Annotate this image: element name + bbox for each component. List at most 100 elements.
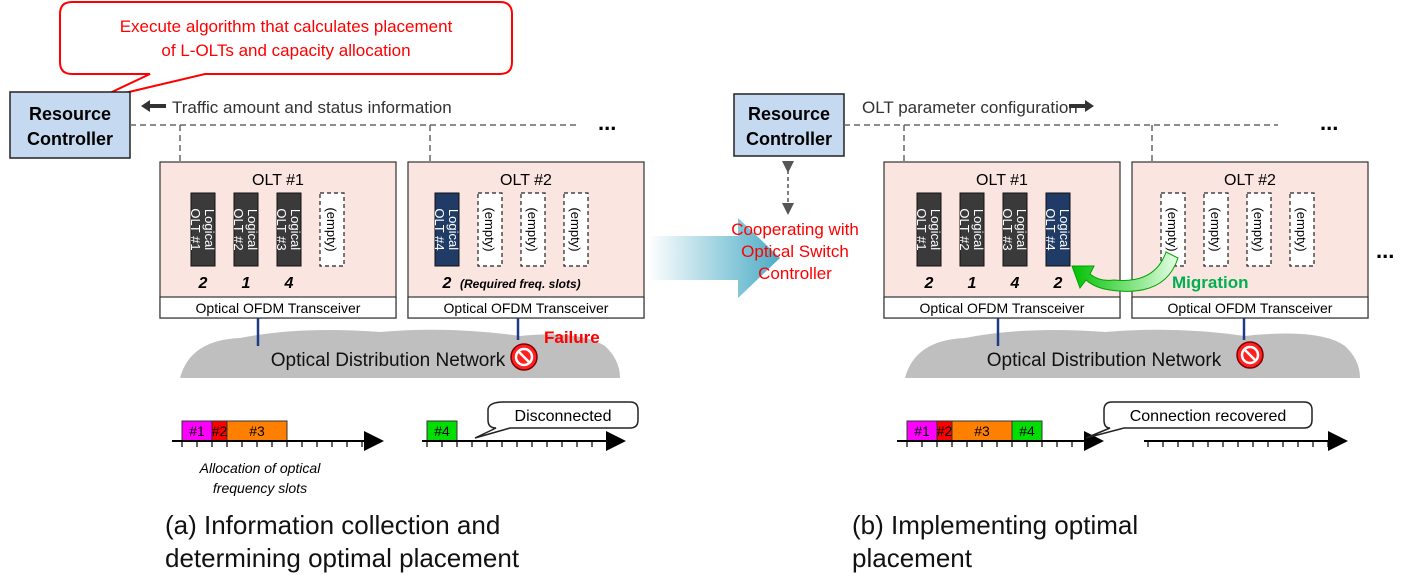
olt2-left-count: 2 — [442, 275, 452, 292]
olt2-left-slot-2-label: (empty) — [482, 207, 497, 251]
olt1-right-count-3: 4 — [1010, 275, 1020, 292]
spec-left-1-block-label-3: #3 — [249, 423, 265, 439]
allocation-label-line1: Allocation of optical — [199, 460, 322, 476]
olt1-left-count-3: 4 — [284, 275, 294, 292]
middle-transition: Cooperating with Optical Switch Controll… — [648, 161, 859, 298]
olt1-right-count-1: 2 — [924, 275, 934, 292]
olt1-left-slot-4-label: (empty) — [324, 207, 339, 251]
olt2-left-slot-4-label: (empty) — [568, 207, 583, 251]
callout-text-line2: of L-OLTs and capacity allocation — [161, 41, 410, 60]
olt2-right-slot-2-label: (empty) — [1208, 207, 1223, 251]
olt2-right-slot-3-label: (empty) — [1251, 207, 1266, 251]
olt2-right-title: OLT #2 — [1224, 172, 1276, 189]
olt1-right-title: OLT #1 — [976, 172, 1028, 189]
spectrum-right-1: #1#2#3#4 — [906, 420, 1088, 447]
caption-right: (b) Implementing optimal placement — [852, 510, 1139, 573]
controller-label-line1: Resource — [29, 104, 111, 124]
olt1-left-slot-3-line2: OLT #3 — [274, 208, 289, 250]
olt1-left-title: OLT #1 — [252, 172, 304, 189]
coop-line3: Controller — [758, 264, 832, 283]
olt1-right-slot-4-line1: Logical — [1057, 209, 1072, 250]
odn-left: Optical Distribution Network — [180, 318, 620, 378]
odn-right: Optical Distribution Network — [905, 318, 1360, 378]
arrow-right-icon — [1069, 100, 1094, 112]
recovered-callout: Connection recovered — [1085, 401, 1313, 439]
migration-label: Migration — [1172, 273, 1249, 292]
spec-left-1-block-label-1: #1 — [189, 423, 205, 439]
spec-right-1-block-label-1: #1 — [914, 423, 930, 439]
olt1-right-slot-3-line2: OLT #3 — [1000, 208, 1015, 250]
ellipsis-right-mid: ... — [1376, 238, 1394, 263]
control-bus-right — [844, 124, 1278, 162]
allocation-label-line2: frequency slots — [213, 480, 307, 496]
olt1-left-slot-2-line1: Logical — [245, 209, 260, 250]
resource-controller-right: Resource Controller — [733, 93, 845, 157]
spec-right-1-block-label-2: #2 — [937, 423, 953, 439]
olt1-left-slot-1-line2: OLT #1 — [188, 208, 203, 250]
olt1-right-transceiver: Optical OFDM Transceiver — [920, 300, 1085, 316]
olt1-right-slot-4-line2: OLT #4 — [1043, 208, 1058, 250]
algorithm-callout: Execute algorithm that calculates placem… — [59, 1, 513, 101]
caption-left: (a) Information collection and determini… — [165, 510, 520, 573]
olt2-right: OLT #2 (empty)(empty)(empty)(empty) Opti… — [1131, 161, 1369, 319]
olt1-right-slot-2-line2: OLT #2 — [957, 208, 972, 250]
migration-arrow — [1071, 251, 1179, 292]
olt1-right-slot-1-line2: OLT #1 — [914, 208, 929, 250]
olt2-left-slot-3-label: (empty) — [525, 207, 540, 251]
olt2-left-transceiver: Optical OFDM Transceiver — [444, 300, 609, 316]
disconnected-label: Disconnected — [515, 408, 612, 425]
failure-icon-right — [1236, 341, 1264, 369]
olt1-right-slot-2-line1: Logical — [971, 209, 986, 250]
spec-left-2-block-label-1: #4 — [434, 423, 450, 439]
recovered-label: Connection recovered — [1130, 408, 1287, 425]
olt2-left-slot-2: (empty) — [477, 192, 503, 267]
olt2-left-slot-4: (empty) — [563, 192, 589, 267]
ellipsis-left-top: ... — [598, 110, 616, 135]
olt1-right-slot-1-line1: Logical — [928, 209, 943, 250]
olt1-right-count-2: 1 — [968, 275, 977, 292]
coop-line1: Cooperating with — [731, 220, 859, 239]
resource-controller-left: Resource Controller — [9, 91, 131, 159]
left-panel: Resource Controller Traffic amount and s… — [9, 91, 678, 496]
transition-arrow — [648, 218, 780, 298]
olt1-left-transceiver: Optical OFDM Transceiver — [196, 300, 361, 316]
required-slots-note: (Required freq. slots) — [460, 277, 581, 291]
olt1-right-slot-3-line1: Logical — [1014, 209, 1029, 250]
olt1-left-count-1: 2 — [198, 275, 208, 292]
olt2-left-slot-3: (empty) — [520, 192, 546, 267]
ellipsis-right-top: ... — [1320, 110, 1338, 135]
failure-label: Failure — [544, 328, 600, 347]
callout-text-line1: Execute algorithm that calculates placem… — [120, 17, 453, 36]
config-label: OLT parameter configuration — [862, 98, 1078, 117]
failure-icon — [510, 343, 538, 371]
olt2-left-title: OLT #2 — [500, 172, 552, 189]
controller-right-line1: Resource — [748, 104, 830, 124]
olt2-left-slot-1-line2: OLT #4 — [432, 208, 447, 250]
olt1-left-slot-4: (empty) — [319, 192, 345, 267]
olt1-right-count-4: 2 — [1053, 275, 1063, 292]
olt2-left-slot-1-line1: Logical — [446, 209, 461, 250]
right-panel: Resource Controller OLT parameter config… — [733, 93, 1394, 451]
spec-right-1-block-label-3: #3 — [974, 423, 990, 439]
coop-line2: Optical Switch — [741, 242, 849, 261]
disconnected-callout: Disconnected — [474, 401, 639, 439]
controller-right-line2: Controller — [746, 129, 832, 149]
olt1-left-count-2: 1 — [242, 275, 251, 292]
olt2-right-transceiver: Optical OFDM Transceiver — [1168, 300, 1333, 316]
olt2-right-slot-4: (empty) — [1289, 192, 1315, 267]
spec-left-1-block-label-2: #2 — [212, 423, 228, 439]
odn-left-label: Optical Distribution Network — [271, 350, 506, 371]
olt1-left-slot-3-line1: Logical — [288, 209, 303, 250]
control-bus-left — [130, 124, 580, 162]
odn-right-label: Optical Distribution Network — [987, 350, 1222, 371]
